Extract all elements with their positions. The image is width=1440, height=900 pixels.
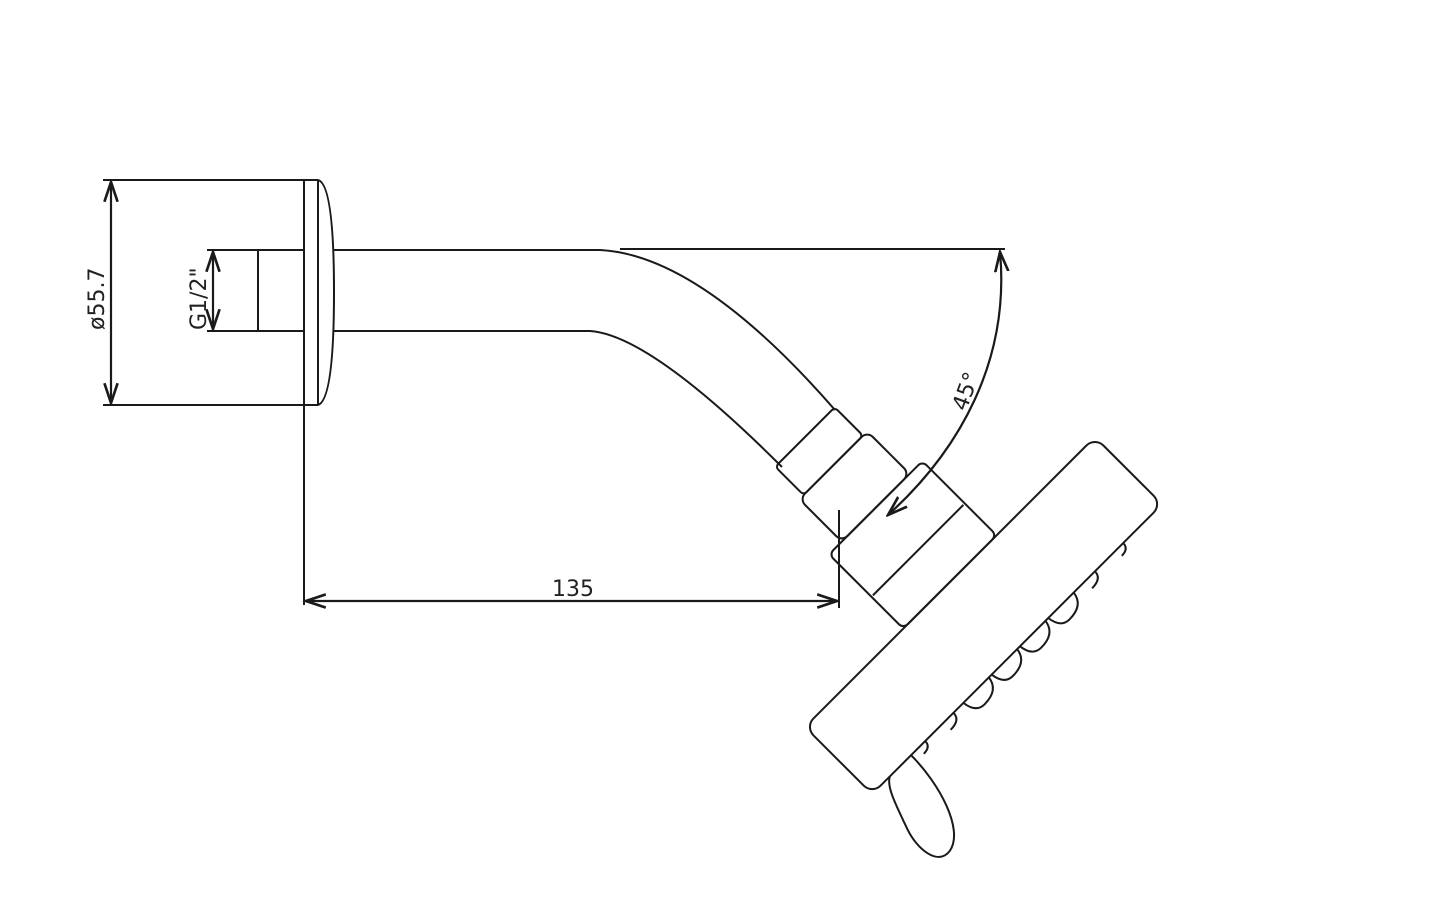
projection-label: 135 bbox=[552, 577, 594, 602]
dimension-flange-diameter: ø55.7 bbox=[85, 179, 304, 406]
spray-nozzles bbox=[923, 542, 1127, 755]
dimension-angle: 45° bbox=[620, 248, 1005, 515]
thread-label: G1/2" bbox=[187, 267, 212, 330]
shower-head-body bbox=[808, 440, 1159, 791]
wall-flange bbox=[303, 179, 336, 605]
swivel-nut bbox=[775, 407, 863, 495]
angle-label: 45° bbox=[948, 369, 985, 414]
flange-diameter-label: ø55.7 bbox=[85, 268, 110, 330]
swivel-ball bbox=[801, 433, 908, 540]
shower-head-assembly bbox=[775, 407, 1159, 858]
thread-fitting bbox=[257, 249, 305, 332]
shower-arm bbox=[334, 249, 836, 468]
dimension-thread: G1/2" bbox=[187, 249, 258, 332]
head-connector bbox=[830, 462, 996, 628]
spray-lever bbox=[888, 754, 956, 858]
dimension-projection: 135 bbox=[306, 510, 840, 608]
